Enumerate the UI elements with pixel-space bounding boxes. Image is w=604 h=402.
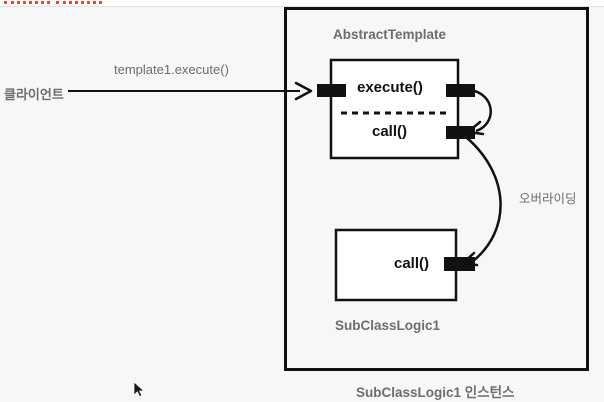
red-dotted-underline-left bbox=[4, 1, 50, 7]
overriding-annotation-label: 오버라이딩 bbox=[519, 192, 577, 206]
method-label-execute: execute() bbox=[357, 79, 423, 96]
client-message-arrowhead bbox=[294, 81, 313, 101]
port-call-right bbox=[446, 126, 475, 139]
top-strip bbox=[0, 0, 604, 6]
method-label-call-abstract: call() bbox=[372, 123, 408, 140]
subclass-logic1-box bbox=[334, 228, 458, 302]
red-dotted-underline-right bbox=[56, 1, 102, 7]
method-label-call-subclass: call() bbox=[394, 255, 430, 272]
abstract-template-box bbox=[329, 58, 460, 160]
subclass-logic1-title: SubClassLogic1 bbox=[335, 318, 441, 333]
port-execute-right bbox=[446, 84, 475, 97]
client-actor-label: 클라이언트 bbox=[4, 87, 64, 102]
abstract-template-title: AbstractTemplate bbox=[333, 27, 447, 42]
overriding-curve bbox=[465, 136, 502, 263]
port-subclass-call-right bbox=[444, 257, 475, 271]
message-label-template-execute: template1.execute() bbox=[114, 62, 229, 77]
canvas-top-divider bbox=[0, 6, 604, 7]
execute-to-call-curve bbox=[469, 88, 492, 133]
instance-caption: SubClassLogic1 인스턴스 bbox=[356, 385, 515, 400]
instance-container-box bbox=[284, 7, 589, 371]
port-execute-left bbox=[317, 84, 346, 97]
